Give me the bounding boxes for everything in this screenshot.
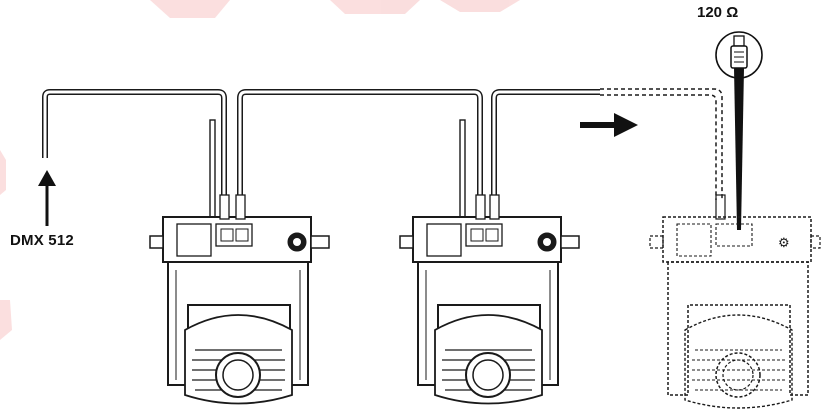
dmx-cable-in bbox=[42, 89, 227, 195]
dmx-input-arrow bbox=[38, 170, 56, 226]
svg-text:⚙: ⚙ bbox=[778, 235, 790, 250]
terminator-120-ohm-label: 120 Ω bbox=[697, 4, 739, 21]
terminator-120-ohm bbox=[715, 31, 763, 230]
fixture-2 bbox=[399, 119, 580, 405]
fixture-1 bbox=[149, 119, 330, 405]
dmx-cable-out bbox=[491, 88, 723, 200]
dmx-cable-link bbox=[237, 89, 483, 195]
fixture-3: ⚙ bbox=[649, 194, 821, 409]
watermark bbox=[0, 0, 520, 340]
signal-direction-arrow bbox=[580, 113, 638, 137]
dmx-512-label: DMX 512 bbox=[10, 232, 74, 249]
